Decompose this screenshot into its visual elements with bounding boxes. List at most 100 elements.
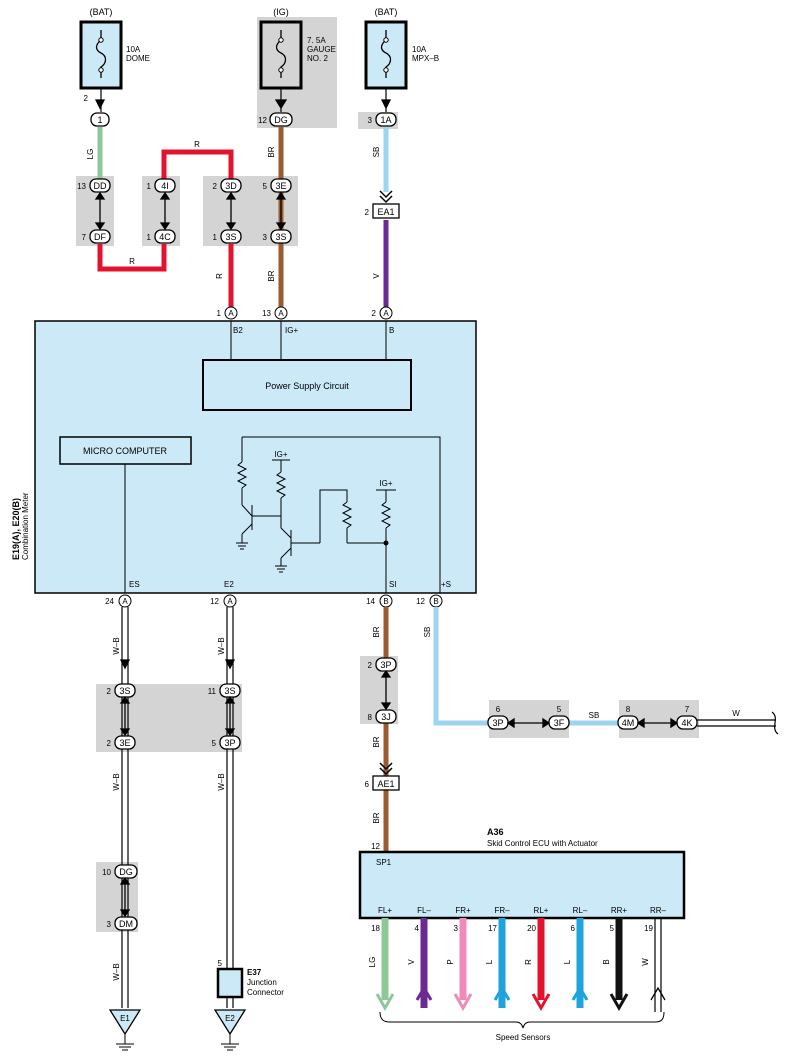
svg-text:W–B: W–B bbox=[112, 637, 121, 654]
ecu-terminal-FLminus: FL–4V bbox=[407, 906, 433, 1008]
fuse-gauge-source: (IG) bbox=[273, 7, 289, 17]
svg-text:7: 7 bbox=[82, 233, 87, 242]
fuse-gauge-rating: 7. 5A bbox=[307, 36, 326, 45]
label-r-mid: R bbox=[194, 140, 200, 149]
ecu-terminals: FL+18LGFL–4VFR+3PFR–17LRL+20RRL–6LRR+5BR… bbox=[368, 906, 667, 1012]
meter-top-terminals: A 1 A 13 A 2 bbox=[217, 306, 393, 320]
ecu-terminal-pin: 5 bbox=[610, 924, 615, 933]
fuse-dome: (BAT) 10A DOME bbox=[79, 7, 150, 90]
svg-text:14: 14 bbox=[366, 597, 375, 606]
sensor-arrow-down bbox=[531, 993, 551, 1012]
lower-wires bbox=[121, 607, 779, 1008]
wire-red-loop bbox=[97, 149, 234, 308]
ecu-terminal-RRminus: RR–19W bbox=[641, 906, 667, 1012]
connector-link-arrows bbox=[94, 99, 392, 231]
ecu-terminal-FRminus: FR– 17L bbox=[485, 906, 511, 1008]
svg-text:Junction: Junction bbox=[247, 978, 277, 987]
ecu-terminal-pin: 6 bbox=[571, 924, 576, 933]
connector-3p-mid: 3P 5 bbox=[212, 735, 241, 750]
svg-text:W–B: W–B bbox=[217, 637, 226, 654]
lower-link-arrows bbox=[119, 659, 679, 918]
svg-text:DG: DG bbox=[119, 867, 133, 877]
connector-dg-low: DG 10 bbox=[102, 864, 138, 879]
meter-ig-label-2: IG+ bbox=[379, 479, 392, 488]
svg-text:A: A bbox=[383, 309, 389, 318]
meter-name: Combination Meter bbox=[21, 492, 30, 560]
svg-text:3: 3 bbox=[263, 233, 268, 242]
ecu-terminal-pin: 19 bbox=[644, 924, 653, 933]
ecu-terminal-FRplus: FR+3P bbox=[446, 906, 473, 1012]
svg-text:24: 24 bbox=[105, 597, 114, 606]
svg-text:1: 1 bbox=[217, 309, 222, 318]
connector-3f: 3F 5 bbox=[548, 705, 570, 730]
sensor-arrow-up bbox=[650, 986, 666, 1001]
ecu-terminal-label: FL– bbox=[417, 906, 431, 915]
svg-text:3P: 3P bbox=[492, 718, 503, 728]
svg-text:AE1: AE1 bbox=[377, 779, 394, 789]
svg-text:E1: E1 bbox=[120, 1014, 130, 1023]
ecu-terminal-label: RL+ bbox=[534, 906, 549, 915]
svg-text:11: 11 bbox=[208, 687, 217, 696]
connector-dm: DM 3 bbox=[107, 916, 138, 931]
svg-text:5: 5 bbox=[218, 959, 223, 968]
fuse-gauge-name2: NO. 2 bbox=[307, 54, 328, 63]
ecu-wire-color-label: L bbox=[485, 959, 494, 964]
svg-text:B: B bbox=[383, 597, 388, 606]
fuse-mpx-name: MPX–B bbox=[412, 54, 439, 63]
svg-text:10: 10 bbox=[102, 868, 111, 877]
upper-wire-labels: LG R R R BR BR SB V bbox=[86, 140, 381, 282]
svg-text:1: 1 bbox=[97, 115, 102, 125]
ground-e1: E1 bbox=[108, 1009, 142, 1051]
upper-connectors: 1 2 DG 12 1A 3 DD 13 DF 7 4I bbox=[77, 94, 400, 244]
svg-text:B: B bbox=[433, 597, 438, 606]
svg-text:3P: 3P bbox=[224, 738, 235, 748]
meter-internal-circuit bbox=[236, 436, 441, 593]
ecu-terminal-pin: 3 bbox=[454, 924, 459, 933]
svg-text:4I: 4I bbox=[161, 181, 169, 191]
svg-text:2: 2 bbox=[107, 739, 112, 748]
ecu-terminal-pin: 18 bbox=[371, 924, 380, 933]
fuse-dome-rating: 10A bbox=[126, 45, 141, 54]
svg-text:12: 12 bbox=[210, 597, 219, 606]
connector-dg: DG 12 bbox=[258, 112, 293, 127]
connector-3d: 3D 2 bbox=[213, 178, 242, 193]
ecu-terminal-RLminus: RL–6L bbox=[563, 906, 589, 1008]
power-supply-label: Power Supply Circuit bbox=[265, 381, 349, 391]
svg-text:DD: DD bbox=[94, 181, 107, 191]
svg-text:5: 5 bbox=[212, 739, 217, 748]
ecu-wire-color-label: L bbox=[563, 959, 572, 964]
meter-ig-label-1: IG+ bbox=[274, 450, 287, 459]
svg-text:W: W bbox=[732, 709, 740, 718]
svg-text:3P: 3P bbox=[380, 660, 391, 670]
ecu-terminal-pin: 17 bbox=[488, 924, 497, 933]
ecu-terminal-pin: 4 bbox=[415, 924, 420, 933]
svg-text:3E: 3E bbox=[275, 181, 286, 191]
connector-3e-mid: 3E 2 bbox=[107, 735, 136, 750]
svg-text:3: 3 bbox=[368, 116, 373, 125]
meter-bottom-terminals: A 24 A 12 B 14 B 12 bbox=[105, 594, 443, 608]
svg-text:4M: 4M bbox=[622, 718, 635, 728]
sensor-arrow-down bbox=[375, 993, 395, 1012]
svg-text:DF: DF bbox=[94, 232, 106, 242]
svg-text:8: 8 bbox=[626, 705, 631, 714]
ecu-terminal-pin: 20 bbox=[527, 924, 536, 933]
junction-connector: 5 E37 Junction Connector bbox=[216, 959, 284, 999]
meter-ids: E19(A), E20(B) bbox=[11, 498, 21, 560]
svg-text:A: A bbox=[228, 309, 234, 318]
svg-text:3F: 3F bbox=[554, 718, 565, 728]
combination-meter: A 1 A 13 A 2 B2 IG+ B Power Supply Circu… bbox=[11, 306, 477, 608]
meter-terminal-b2: B2 bbox=[233, 326, 243, 335]
svg-text:DM: DM bbox=[119, 919, 133, 929]
label-sb: SB bbox=[372, 147, 381, 158]
ecu-wire-color-label: LG bbox=[368, 957, 377, 968]
svg-text:SB: SB bbox=[423, 627, 432, 638]
sensor-arrow-down bbox=[609, 993, 629, 1012]
svg-text:13: 13 bbox=[262, 309, 271, 318]
label-r-low: R bbox=[129, 257, 135, 266]
ecu-terminal-label: FR– bbox=[494, 906, 510, 915]
svg-text:A: A bbox=[122, 597, 128, 606]
svg-text:3E: 3E bbox=[119, 738, 130, 748]
connector-ae1: AE1 6 bbox=[365, 762, 400, 791]
svg-text:3S: 3S bbox=[119, 686, 130, 696]
svg-text:3: 3 bbox=[107, 920, 112, 929]
